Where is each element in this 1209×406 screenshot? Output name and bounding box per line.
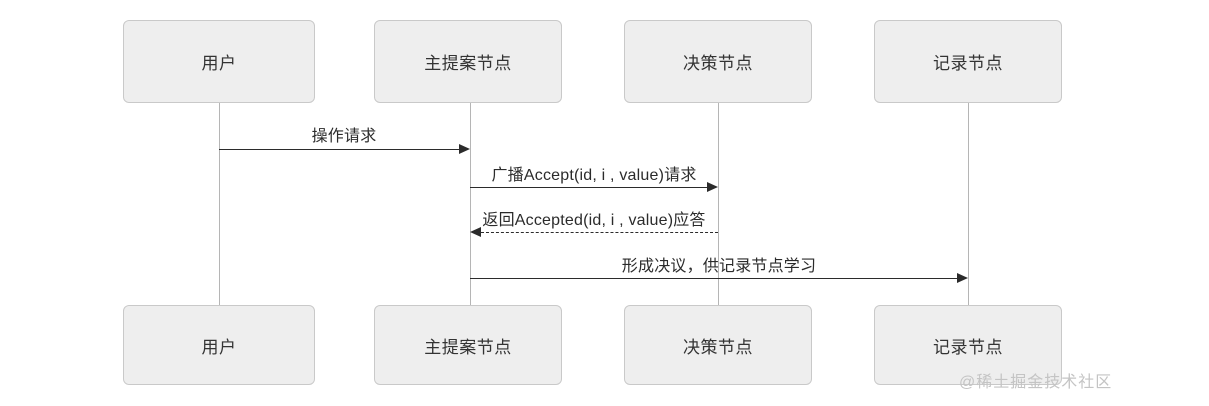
participant-box-learner-bottom[interactable]: 记录节点 xyxy=(874,305,1062,385)
participant-box-acceptor-bottom[interactable]: 决策节点 xyxy=(624,305,812,385)
message-arrowhead-4 xyxy=(957,273,968,283)
lifeline-acceptor xyxy=(718,103,719,305)
message-label-2: 广播Accept(id, i , value)请求 xyxy=(491,167,697,184)
message-line-2 xyxy=(470,187,707,188)
participant-box-proposer-top[interactable]: 主提案节点 xyxy=(374,20,562,103)
message-line-1 xyxy=(219,149,459,150)
participant-box-proposer-bottom[interactable]: 主提案节点 xyxy=(374,305,562,385)
message-line-4 xyxy=(470,278,957,279)
message-line-3 xyxy=(481,232,718,233)
lifeline-user xyxy=(219,103,220,305)
watermark: @稀土掘金技术社区 xyxy=(959,374,1113,391)
lifeline-proposer xyxy=(470,103,471,305)
participant-box-learner-top[interactable]: 记录节点 xyxy=(874,20,1062,103)
message-label-3: 返回Accepted(id, i , value)应答 xyxy=(482,212,706,229)
message-arrowhead-2 xyxy=(707,182,718,192)
message-arrowhead-3 xyxy=(470,227,481,237)
participant-box-user-bottom[interactable]: 用户 xyxy=(123,305,315,385)
message-label-4: 形成决议，供记录节点学习 xyxy=(621,258,817,275)
participant-box-acceptor-top[interactable]: 决策节点 xyxy=(624,20,812,103)
message-arrowhead-1 xyxy=(459,144,470,154)
participant-box-user-top[interactable]: 用户 xyxy=(123,20,315,103)
lifeline-learner xyxy=(968,103,969,305)
message-label-1: 操作请求 xyxy=(311,128,377,145)
